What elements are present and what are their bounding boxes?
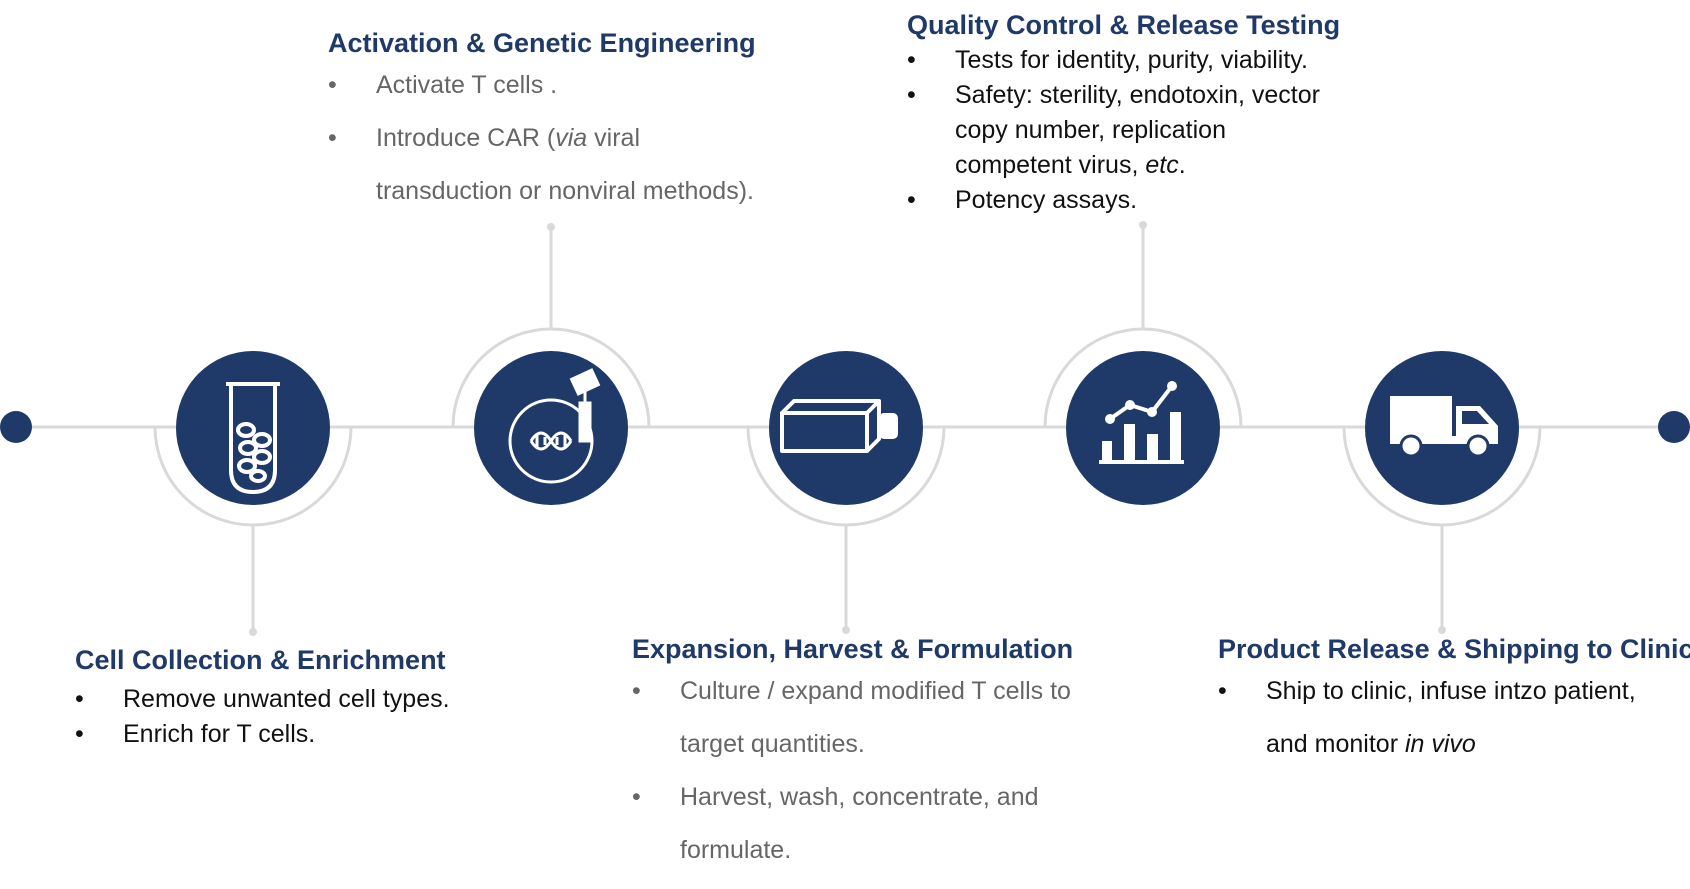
bullet-continuation: target quantities. — [680, 730, 865, 758]
bullet-item: Introduce CAR (via viral — [328, 112, 756, 165]
step-1-connector-dot — [249, 628, 257, 636]
timeline-start-dot — [0, 411, 32, 443]
timeline-end-dot — [1658, 411, 1690, 443]
delivery-truck-icon — [1390, 396, 1498, 458]
bullet-item: Culture / expand modified T cells to — [632, 665, 1073, 718]
step-1-title: Cell Collection & Enrichment — [75, 645, 446, 675]
step-3-title: Expansion, Harvest & Formulation — [632, 634, 1074, 664]
step-4-connector-dot — [1139, 221, 1147, 229]
bullet-text: competent virus, — [955, 151, 1146, 179]
step-4-title: Quality Control & Release Testing — [907, 10, 1341, 40]
step-4-circle — [1066, 351, 1220, 505]
step-2-text: Activation & Genetic Engineering Activat… — [328, 28, 756, 218]
bullet-item: Enrich for T cells. — [75, 717, 450, 752]
bullet-item: Tests for identity, purity, viability. — [907, 43, 1340, 78]
dna-vector-icon — [508, 368, 601, 484]
step-2-connector-dot — [547, 223, 555, 231]
bar-chart-trend-icon — [1099, 381, 1184, 464]
step-4-text: Quality Control & Release Testing Tests … — [907, 10, 1340, 218]
bullet-item: Potency assays. — [907, 183, 1340, 218]
test-tube-icon — [226, 382, 280, 495]
bullet-text: viral — [587, 124, 641, 152]
bullet-text: and monitor — [1266, 730, 1405, 758]
bullet-item: Safety: sterility, endotoxin, vector — [907, 78, 1340, 113]
step-1-bullets: Remove unwanted cell types. Enrich for T… — [75, 682, 450, 752]
bullet-item: Ship to clinic, infuse intzo patient, — [1218, 665, 1690, 718]
bullet-item: Harvest, wash, concentrate, and — [632, 771, 1073, 824]
bullet-continuation: copy number, replication — [955, 116, 1226, 144]
bullet-continuation: competent virus, etc. — [907, 148, 1340, 183]
step-3-connector-dot — [842, 626, 850, 634]
culture-flask-icon — [780, 399, 898, 453]
bullet-continuation: formulate. — [680, 836, 792, 864]
bullet-italic: via — [555, 124, 588, 152]
step-5-text: Product Release & Shipping to Clinic Shi… — [1218, 634, 1690, 771]
bullet-item: Remove unwanted cell types. — [75, 682, 450, 717]
step-5-title: Product Release & Shipping to Clinic — [1218, 634, 1690, 664]
step-4-bullets: Tests for identity, purity, viability. S… — [907, 43, 1340, 218]
step-2-title: Activation & Genetic Engineering — [328, 28, 756, 58]
bullet-italic: in vivo — [1404, 730, 1476, 758]
step-1-text: Cell Collection & Enrichment Remove unwa… — [75, 645, 450, 752]
bullet-item: Activate T cells . — [328, 59, 756, 112]
bullet-continuation: transduction or nonviral methods). — [376, 177, 754, 205]
step-5-bullets: Ship to clinic, infuse intzo patient, an… — [1218, 665, 1690, 771]
bullet-text: Introduce CAR ( — [376, 124, 556, 152]
step-3-bullets: Culture / expand modified T cells to tar… — [632, 665, 1073, 877]
bullet-continuation: and monitor in vivo — [1218, 718, 1690, 771]
step-5-connector-dot — [1438, 626, 1446, 634]
bullet-italic: etc — [1145, 151, 1179, 179]
step-2-bullets: Activate T cells . Introduce CAR (via vi… — [328, 59, 756, 218]
step-3-circle — [769, 351, 923, 505]
step-3-text: Expansion, Harvest & Formulation Culture… — [632, 634, 1073, 877]
bullet-text: . — [1178, 151, 1186, 179]
